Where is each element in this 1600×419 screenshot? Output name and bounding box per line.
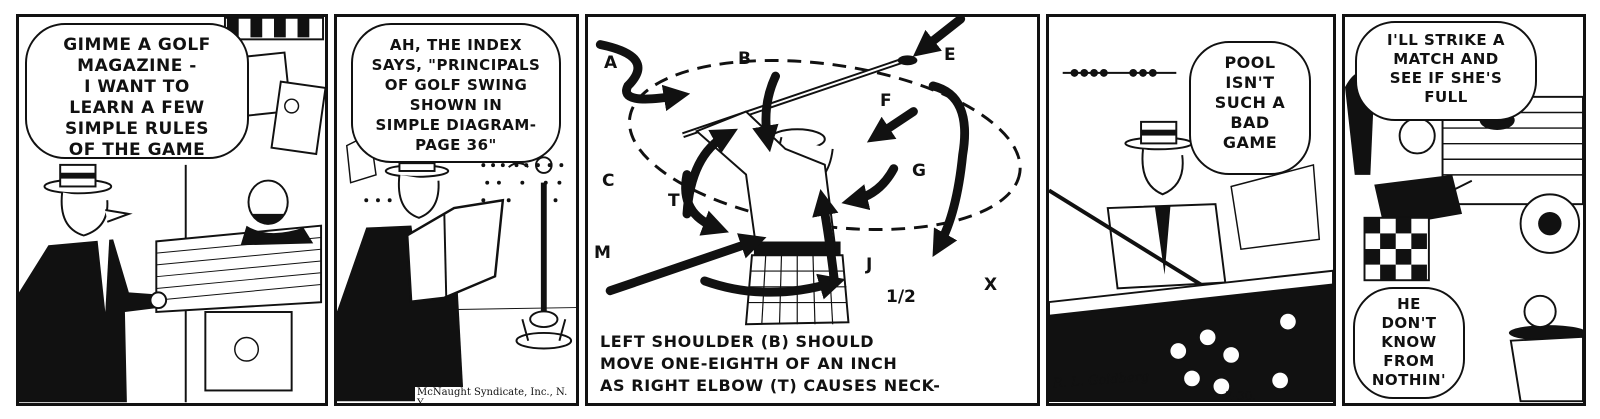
man-reading-magazine-drawing xyxy=(337,150,505,402)
speech-balloon: POOL ISN'T SUCH A BAD GAME xyxy=(1189,41,1311,175)
diagram-label-g: G xyxy=(912,161,926,181)
lamp-post-drawing xyxy=(508,156,573,350)
score-bead-rail-drawing xyxy=(1062,68,1177,77)
diagram-label-a: A xyxy=(604,53,618,73)
comic-panel-3: A B E F C T G M J 1/2 X LEFT SHOULDER (B… xyxy=(585,14,1040,406)
magazine-stack-drawing xyxy=(155,224,323,314)
diagram-arrows xyxy=(595,17,970,300)
diagram-label-m: M xyxy=(594,243,611,263)
match-striking-scene-illustration xyxy=(1345,72,1583,403)
reading-magazine-scene-illustration xyxy=(337,132,576,402)
diagram-label-j: J xyxy=(866,255,873,275)
newsstand-scene-illustration xyxy=(19,17,325,403)
diagram-label-e: E xyxy=(944,45,956,65)
strip-date: 2-30. xyxy=(1225,389,1257,403)
man-in-boater-hat-drawing xyxy=(19,163,168,403)
diagram-caption: LEFT SHOULDER (B) SHOULD MOVE ONE-EIGHTH… xyxy=(600,332,941,395)
diagram-label-x: X xyxy=(984,275,998,295)
comic-panel-2: AH, THE INDEX SAYS, "PRINCIPALS OF GOLF … xyxy=(334,14,579,406)
comic-panel-4: POOL ISN'T SUCH A BAD GAME R. L. Goldber… xyxy=(1046,14,1336,406)
speech-balloon: GIMME A GOLF MAGAZINE - I WANT TO LEARN … xyxy=(25,23,249,160)
diagram-label-one-half: 1/2 xyxy=(886,287,916,307)
pool-table-scene-illustration xyxy=(1049,68,1333,402)
diagram-label-t: T xyxy=(668,191,680,211)
awning-drawing xyxy=(223,17,325,41)
checkered-pants-drawing xyxy=(1363,216,1430,282)
man-striking-match-drawing xyxy=(1363,117,1473,282)
diagram-label-f: F xyxy=(880,91,892,111)
speech-balloon: AH, THE INDEX SAYS, "PRINCIPALS OF GOLF … xyxy=(351,23,561,163)
pool-table-drawing xyxy=(1049,269,1333,402)
diagram-label-b: B xyxy=(738,49,751,69)
speech-balloon-top: I'LL STRIKE A MATCH AND SEE IF SHE'S FUL… xyxy=(1355,21,1537,121)
vendor-figure-drawing xyxy=(240,179,314,246)
comic-panel-1: GIMME A GOLF MAGAZINE - I WANT TO LEARN … xyxy=(16,14,328,406)
diagram-label-c: C xyxy=(602,171,615,191)
onlooker-figure-drawing xyxy=(1508,294,1583,403)
speech-balloon-bottom: HE DON'T KNOW FROM NOTHIN' xyxy=(1353,287,1465,399)
man-playing-pool-drawing xyxy=(1106,120,1227,290)
golf-swing-diagram-illustration xyxy=(595,17,1022,326)
syndicate-credit: McNaught Syndicate, Inc., N. Y. xyxy=(415,387,576,403)
comic-panel-5: I'LL STRIKE A MATCH AND SEE IF SHE'S FUL… xyxy=(1342,14,1586,406)
